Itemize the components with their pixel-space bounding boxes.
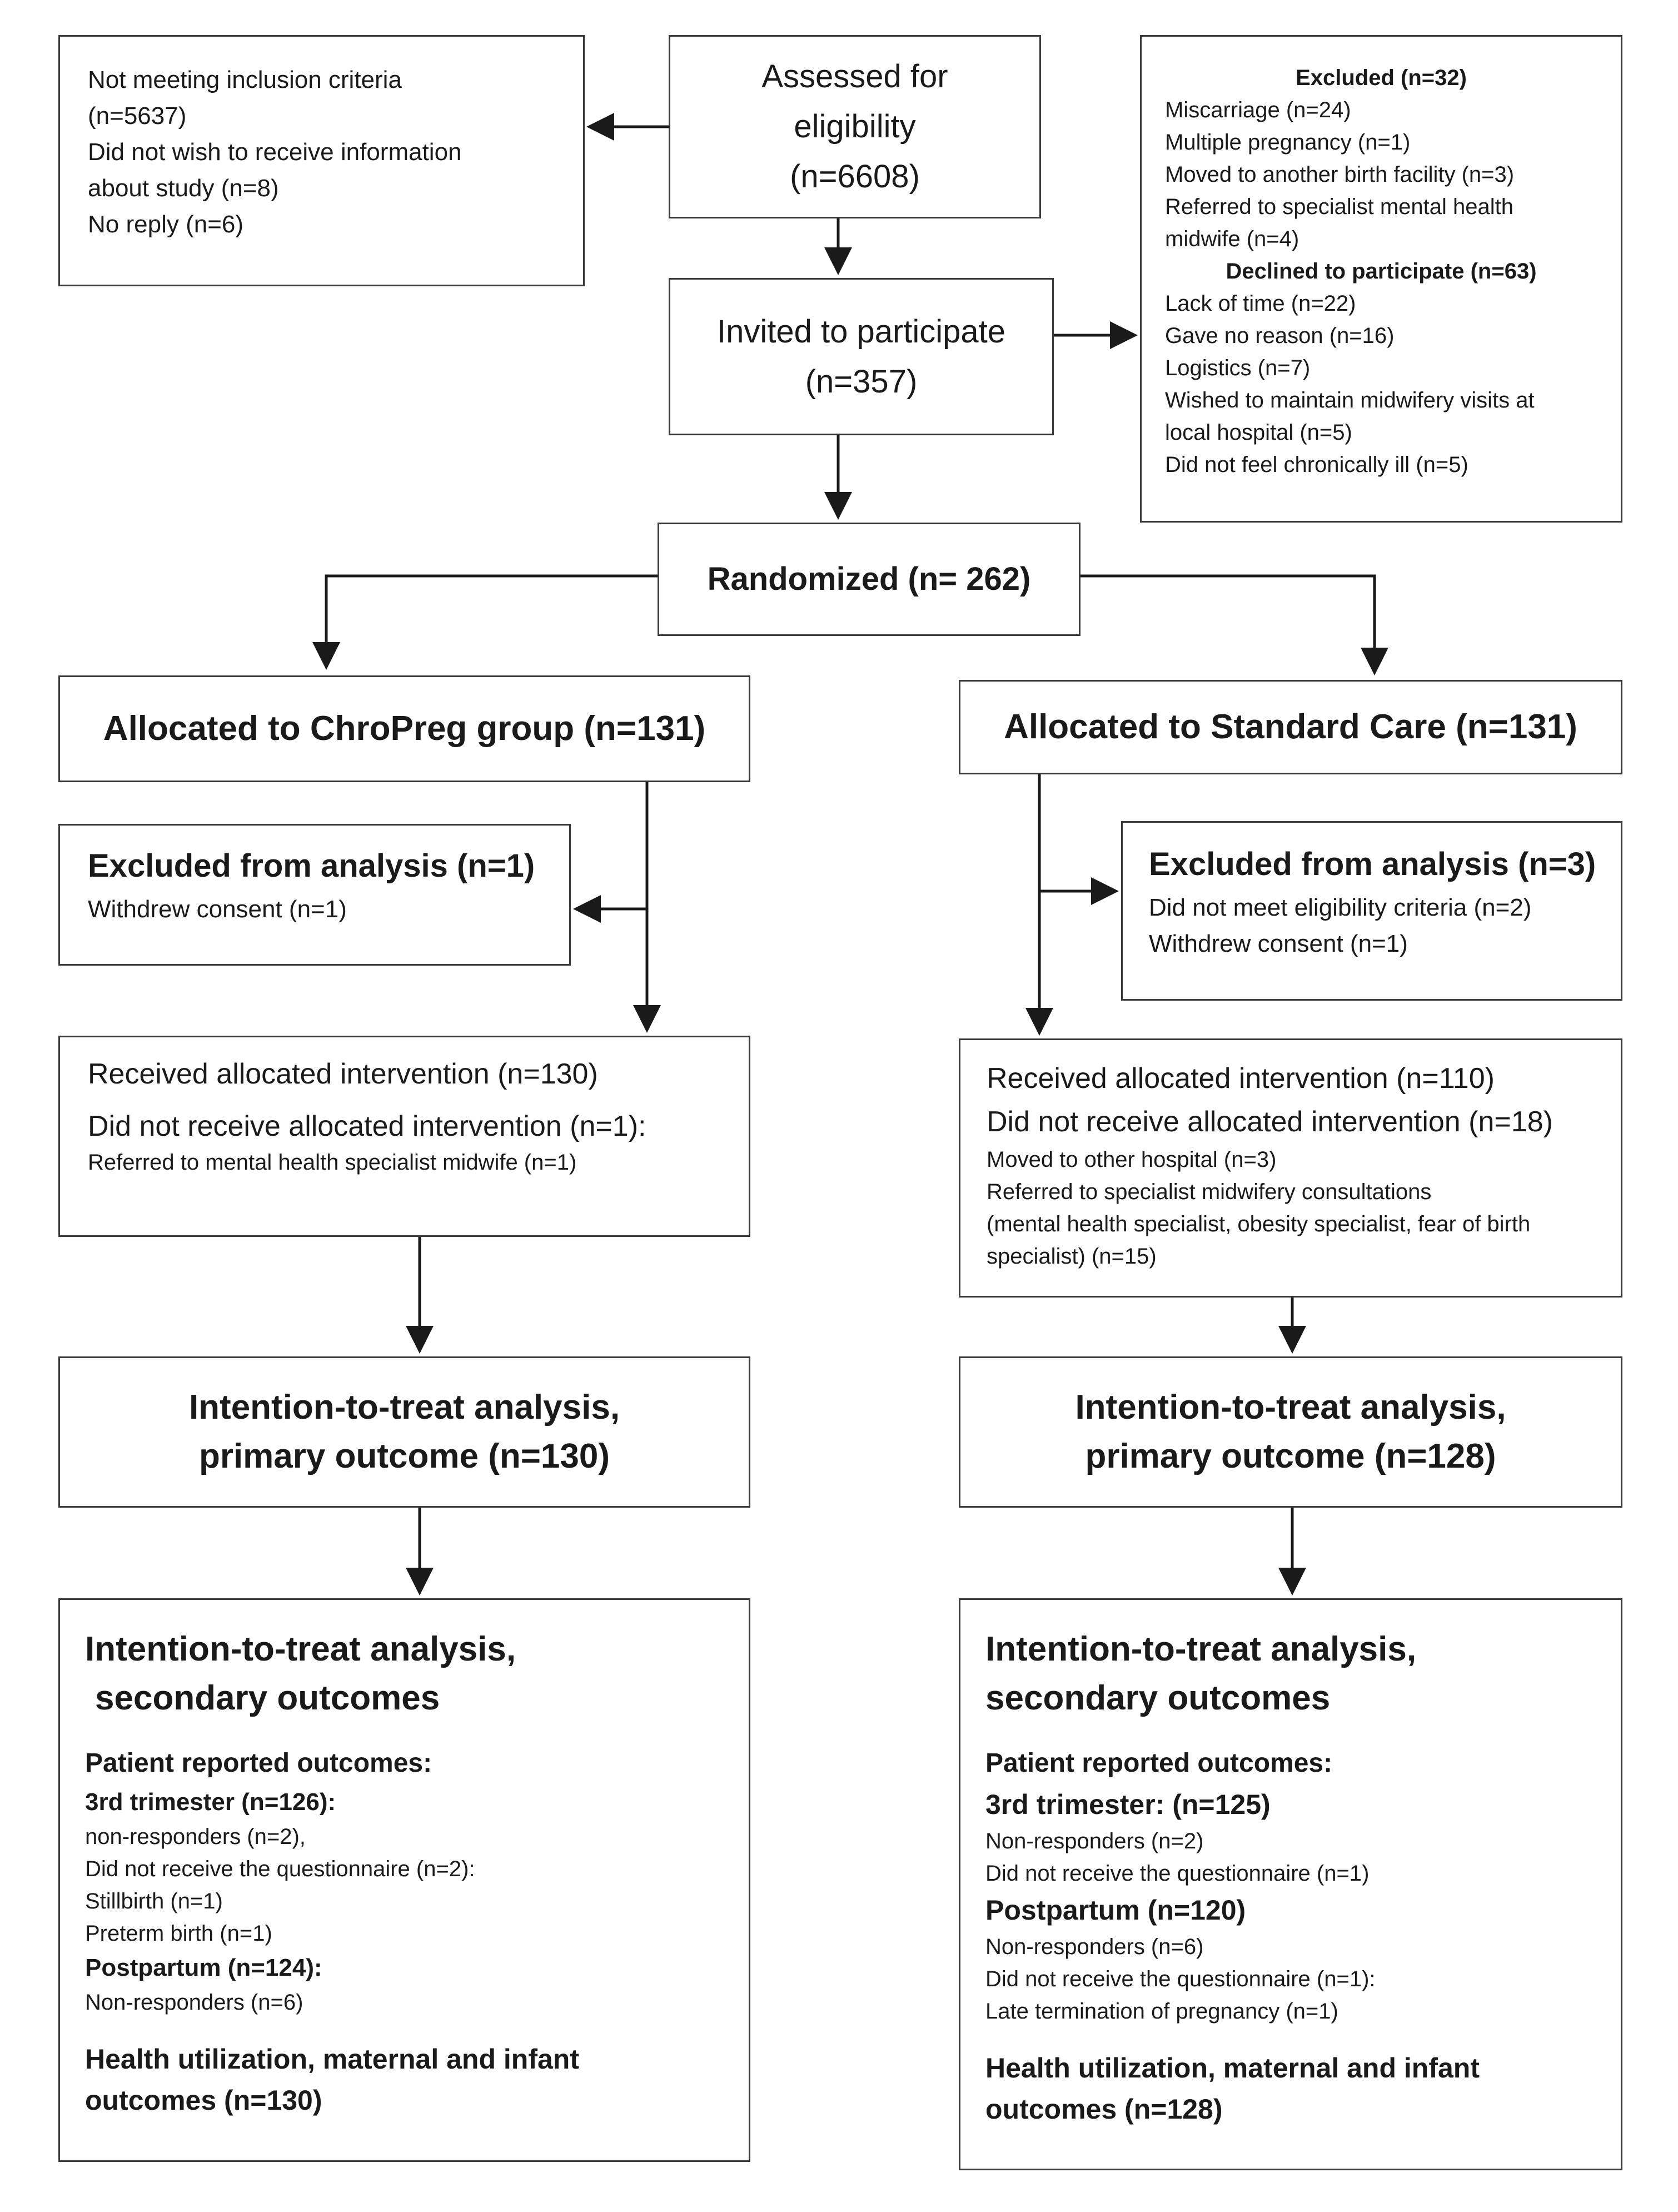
- declined-item: Did not feel chronically ill (n=5): [1165, 453, 1468, 477]
- assessed-box: Assessed for eligibility (n=6608): [669, 35, 1041, 218]
- excluded-item: Miscarriage (n=24): [1165, 98, 1351, 122]
- right-itt-primary-line: Intention-to-treat analysis,: [1075, 1388, 1506, 1426]
- left-excluded-title: Excluded from analysis (n=1): [88, 848, 535, 884]
- left-itt-primary-line: Intention-to-treat analysis,: [188, 1388, 620, 1426]
- not-meeting-criteria-box: Not meeting inclusion criteria (n=5637) …: [58, 35, 585, 286]
- right-post-item: Non-responders (n=6): [985, 1935, 1204, 1959]
- right-itt-primary-line: primary outcome (n=128): [1085, 1437, 1496, 1475]
- right-excluded-analysis-box: Excluded from analysis (n=3) Did not mee…: [1121, 821, 1622, 1001]
- right-not-received-item: Moved to other hospital (n=3): [987, 1147, 1277, 1172]
- left-itt-primary-line: primary outcome (n=130): [198, 1437, 610, 1475]
- declined-item: local hospital (n=5): [1165, 420, 1352, 445]
- right-third-item: Did not receive the questionnaire (n=1): [985, 1861, 1370, 1886]
- right-not-received-item: Referred to specialist midwifery consult…: [987, 1180, 1432, 1204]
- allocated-chropreg-box: Allocated to ChroPreg group (n=131): [58, 675, 750, 782]
- arrow-randomized-to-left: [312, 574, 658, 670]
- declined-item: Lack of time (n=22): [1165, 291, 1356, 316]
- assessed-line: (n=6608): [790, 158, 920, 195]
- invited-box: Invited to participate (n=357): [669, 278, 1054, 435]
- not-meeting-line: Did not wish to receive information: [88, 138, 462, 166]
- right-excluded-item: Did not meet eligibility criteria (n=2): [1149, 894, 1532, 921]
- right-not-received-item: specialist) (n=15): [987, 1244, 1157, 1269]
- left-itt-secondary-title: Intention-to-treat analysis,: [85, 1630, 516, 1668]
- right-itt-secondary-title: Intention-to-treat analysis,: [985, 1630, 1417, 1668]
- right-itt-secondary-title: secondary outcomes: [985, 1679, 1331, 1717]
- declined-item: Gave no reason (n=16): [1165, 324, 1395, 348]
- right-not-received-item: (mental health specialist, obesity speci…: [987, 1212, 1531, 1236]
- left-intervention-box: Received allocated intervention (n=130) …: [58, 1036, 750, 1237]
- left-third-item: Preterm birth (n=1): [85, 1921, 272, 1946]
- excluded-item: midwife (n=4): [1165, 227, 1299, 251]
- left-third-item: Stillbirth (n=1): [85, 1889, 223, 1913]
- excluded-item: Multiple pregnancy (n=1): [1165, 130, 1411, 155]
- allocated-standard-label: Allocated to Standard Care (n=131): [1004, 708, 1577, 746]
- not-meeting-line: No reply (n=6): [88, 211, 244, 238]
- assessed-line: Assessed for: [761, 58, 948, 95]
- right-third-heading: 3rd trimester: (n=125): [985, 1789, 1271, 1820]
- left-third-item: non-responders (n=2),: [85, 1825, 306, 1849]
- assessed-line: eligibility: [794, 108, 916, 145]
- right-intervention-box: Received allocated intervention (n=110) …: [959, 1038, 1622, 1298]
- allocated-standard-box: Allocated to Standard Care (n=131): [959, 680, 1622, 774]
- invited-line: (n=357): [805, 363, 918, 400]
- left-received: Received allocated intervention (n=130): [88, 1058, 598, 1090]
- left-post-heading: Postpartum (n=124):: [85, 1954, 322, 1981]
- invited-line: Invited to participate: [716, 313, 1006, 350]
- right-post-item: Did not receive the questionnaire (n=1):: [985, 1967, 1376, 1991]
- not-meeting-line: (n=5637): [88, 102, 187, 130]
- not-meeting-line: Not meeting inclusion criteria: [88, 66, 402, 93]
- excluded-heading: Excluded (n=32): [1296, 66, 1467, 90]
- not-meeting-line: about study (n=8): [88, 175, 279, 202]
- left-third-heading: 3rd trimester (n=126):: [85, 1788, 336, 1816]
- right-post-item: Late termination of pregnancy (n=1): [985, 1999, 1338, 2024]
- excluded-item: Moved to another birth facility (n=3): [1165, 162, 1515, 187]
- left-health-line: Health utilization, maternal and infant: [85, 2044, 579, 2075]
- left-itt-secondary-title: secondary outcomes: [95, 1679, 440, 1717]
- left-pro-heading: Patient reported outcomes:: [85, 1748, 432, 1778]
- right-not-received: Did not receive allocated intervention (…: [987, 1106, 1553, 1138]
- left-excluded-item: Withdrew consent (n=1): [88, 896, 347, 923]
- left-not-received: Did not receive allocated intervention (…: [88, 1110, 646, 1142]
- left-itt-secondary-box: Intention-to-treat analysis, secondary o…: [58, 1598, 750, 2162]
- left-not-received-item: Referred to mental health specialist mid…: [88, 1150, 577, 1175]
- right-excluded-item: Withdrew consent (n=1): [1149, 930, 1408, 957]
- left-post-item: Non-responders (n=6): [85, 1990, 303, 2015]
- right-itt-primary-box: Intention-to-treat analysis, primary out…: [959, 1356, 1622, 1508]
- randomized-box: Randomized (n= 262): [658, 523, 1081, 636]
- right-health-line: outcomes (n=128): [985, 2094, 1223, 2125]
- left-excluded-analysis-box: Excluded from analysis (n=1) Withdrew co…: [58, 824, 571, 966]
- excluded-item: Referred to specialist mental health: [1165, 195, 1513, 219]
- declined-item: Logistics (n=7): [1165, 356, 1311, 380]
- arrow-randomized-to-right: [1081, 574, 1388, 675]
- left-itt-primary-box: Intention-to-treat analysis, primary out…: [58, 1356, 750, 1508]
- declined-heading: Declined to participate (n=63): [1226, 259, 1537, 284]
- excluded-top-box: Excluded (n=32) Miscarriage (n=24) Multi…: [1140, 35, 1622, 523]
- right-excluded-title: Excluded from analysis (n=3): [1149, 846, 1596, 882]
- declined-item: Wished to maintain midwifery visits at: [1165, 388, 1535, 412]
- allocated-chropreg-label: Allocated to ChroPreg group (n=131): [103, 709, 706, 748]
- left-health-line: outcomes (n=130): [85, 2085, 322, 2116]
- right-health-line: Health utilization, maternal and infant: [985, 2052, 1480, 2084]
- right-pro-heading: Patient reported outcomes:: [985, 1748, 1333, 1778]
- right-itt-secondary-box: Intention-to-treat analysis, secondary o…: [959, 1598, 1622, 2170]
- right-received: Received allocated intervention (n=110): [987, 1062, 1495, 1095]
- randomized-label: Randomized (n= 262): [707, 561, 1031, 597]
- left-third-item: Did not receive the questionnaire (n=2):: [85, 1857, 475, 1881]
- right-post-heading: Postpartum (n=120): [985, 1895, 1246, 1926]
- right-third-item: Non-responders (n=2): [985, 1829, 1204, 1853]
